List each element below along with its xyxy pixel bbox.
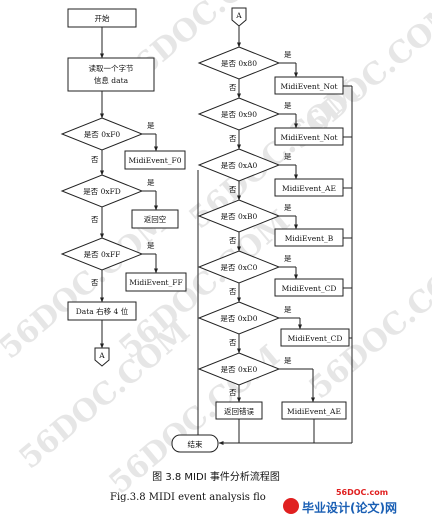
connector-a-out bbox=[94, 347, 110, 367]
decision-90 bbox=[197, 97, 281, 131]
decision-d0-label: 是否 0xD0 bbox=[220, 314, 257, 323]
yes-label: 是 bbox=[147, 241, 155, 250]
result-midievent-f0 bbox=[124, 150, 186, 170]
yes-label: 是 bbox=[284, 152, 292, 161]
decision-a0-label: 是否 0xA0 bbox=[221, 161, 258, 170]
result-midievent-not-2-label: MidiEvent_Not bbox=[280, 133, 337, 142]
decision-e0 bbox=[197, 352, 281, 386]
end-label: 结束 bbox=[188, 439, 203, 449]
connector-a-in-label: A bbox=[235, 11, 242, 20]
caption-chinese: 图 3.8 MIDI 事件分析流程图 bbox=[152, 470, 280, 483]
no-label: 否 bbox=[91, 215, 99, 224]
yes-label: 是 bbox=[284, 50, 292, 59]
watermark-text: 56DOC.COM bbox=[303, 244, 432, 406]
read-byte-label-1: 读取一个字节 bbox=[89, 63, 134, 73]
decision-90-label: 是否 0x90 bbox=[221, 110, 257, 119]
no-label: 否 bbox=[229, 287, 237, 296]
no-label: 否 bbox=[229, 236, 237, 245]
connector-a-out-label: A bbox=[98, 351, 105, 360]
no-label: 否 bbox=[229, 388, 237, 397]
shift-label: Data 右移 4 位 bbox=[76, 306, 129, 316]
result-midievent-cd-1-label: MidiEvent_CD bbox=[282, 284, 337, 293]
no-label: 否 bbox=[229, 83, 237, 92]
logo-url: 56DOC.com bbox=[336, 488, 388, 497]
no-label: 否 bbox=[91, 155, 99, 164]
yes-label: 是 bbox=[284, 203, 292, 212]
read-byte-label-2: 信息 data bbox=[94, 75, 129, 85]
decision-d0 bbox=[197, 301, 281, 335]
decision-ff-label: 是否 0xFF bbox=[84, 250, 121, 259]
decision-80-label: 是否 0x80 bbox=[221, 59, 257, 68]
yes-label: 是 bbox=[284, 254, 292, 263]
yes-label: 是 bbox=[284, 356, 292, 365]
logo-text: 毕业设计(论文)网 bbox=[302, 500, 397, 515]
decision-b0-label: 是否 0xB0 bbox=[221, 212, 258, 221]
site-logo: 56DOC.com 毕业设计(论文)网 bbox=[283, 488, 397, 515]
no-label: 否 bbox=[229, 134, 237, 143]
no-label: 否 bbox=[229, 338, 237, 347]
yes-label: 是 bbox=[284, 101, 292, 110]
result-midievent-not-1-label: MidiEvent_Not bbox=[280, 82, 337, 91]
end-terminator bbox=[171, 434, 219, 453]
left-flow: 开始 读取一个字节 信息 data 是否 0xF0 是 MidiEvent_F0… bbox=[60, 8, 187, 367]
decision-b0 bbox=[197, 199, 281, 233]
watermark-layer: 56DOC.COM 56DOC.COM 56DOC.COM 56DOC.COM … bbox=[0, 0, 432, 501]
read-byte-box bbox=[67, 57, 155, 92]
result-midievent-b-label: MidiEvent_B bbox=[285, 234, 334, 243]
no-label: 否 bbox=[91, 278, 99, 287]
result-return-null-label: 返回空 bbox=[144, 214, 167, 224]
start-label: 开始 bbox=[95, 13, 110, 23]
decision-f0-label: 是否 0xF0 bbox=[84, 130, 121, 139]
connector-a-in bbox=[231, 7, 247, 27]
result-midievent-ae-1-label: MidiEvent_AE bbox=[282, 184, 336, 193]
result-midievent-f0-label: MidiEvent_F0 bbox=[129, 156, 182, 165]
decision-80 bbox=[197, 46, 281, 80]
no-label: 否 bbox=[229, 185, 237, 194]
yes-label: 是 bbox=[147, 121, 155, 130]
right-flow: A 是否 0x80 是 MidiEvent_Not 否 是否 0x90 是 bbox=[171, 7, 353, 453]
result-midievent-cd-2-label: MidiEvent_CD bbox=[288, 334, 343, 343]
return-error-label: 返回错误 bbox=[224, 406, 254, 416]
decision-c0 bbox=[197, 250, 281, 284]
result-return-null bbox=[131, 209, 179, 229]
decision-c0-label: 是否 0xC0 bbox=[221, 263, 258, 272]
decision-e0-label: 是否 0xE0 bbox=[221, 365, 258, 374]
result-midievent-ae-2-label: MidiEvent_AE bbox=[287, 407, 341, 416]
yes-label: 是 bbox=[147, 178, 155, 187]
caption-english: Fig.3.8 MIDI event analysis flo bbox=[110, 492, 266, 503]
logo-emblem-icon bbox=[283, 498, 299, 514]
result-midievent-ff bbox=[125, 272, 187, 292]
decision-a0 bbox=[197, 148, 281, 182]
result-midievent-ff-label: MidiEvent_FF bbox=[129, 278, 182, 287]
decision-fd-label: 是否 0xFD bbox=[83, 187, 121, 196]
yes-label: 是 bbox=[284, 305, 292, 314]
